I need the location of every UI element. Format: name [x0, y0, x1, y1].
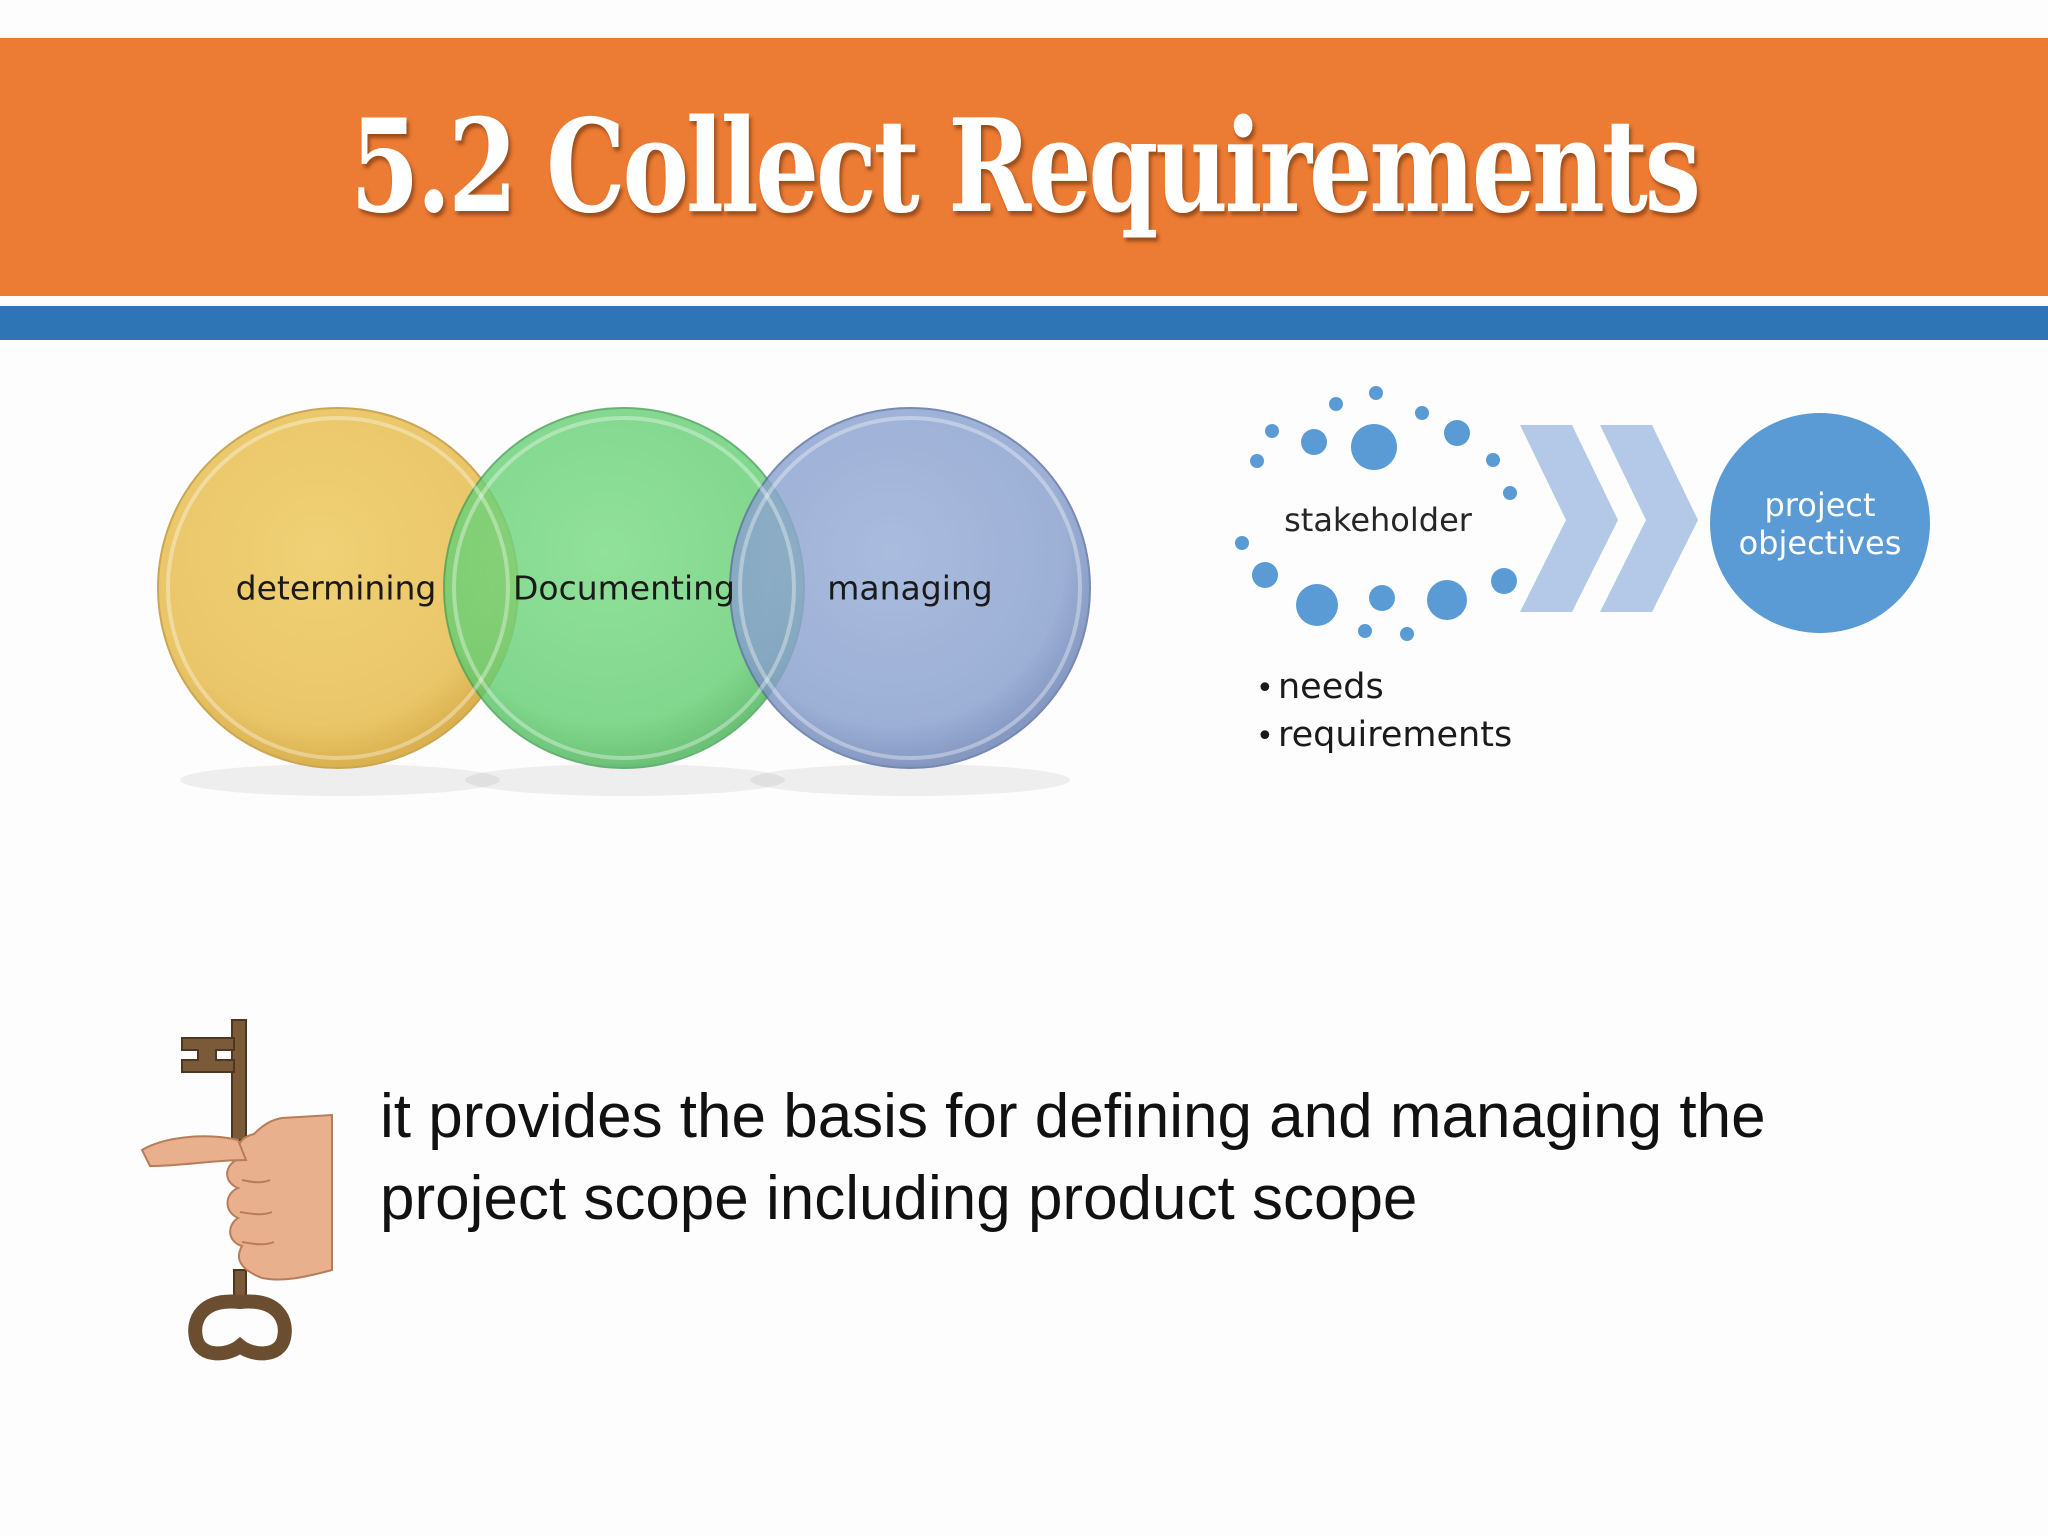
- project-objectives-label-line2: objectives: [1738, 524, 1902, 562]
- needs-list-item: requirements: [1256, 712, 1512, 760]
- venn-label-determining: determining: [235, 568, 437, 608]
- chevron-arrow-2: [1600, 425, 1698, 612]
- accent-band: [0, 306, 2048, 340]
- chevron-arrow-1: [1520, 425, 1618, 612]
- body-statement: it provides the basis for defining and m…: [380, 1082, 1766, 1233]
- stakeholder-label: stakeholder: [1284, 501, 1472, 539]
- venn-circle-managing: [729, 407, 1091, 769]
- project-objectives-label-line1: project: [1764, 486, 1876, 524]
- needs-list: needs requirements: [1256, 664, 1512, 760]
- hand-holding-key-icon: [140, 1019, 333, 1361]
- stakeholder-dot-ring: [1235, 386, 1517, 641]
- title-band: [0, 38, 2048, 296]
- venn-label-managing: managing: [827, 568, 993, 608]
- venn-label-documenting: Documenting: [513, 568, 735, 608]
- project-objectives-circle: [1710, 413, 1930, 633]
- slide-title: 5.2 Collect Requirements: [350, 92, 1701, 242]
- needs-list-item: needs: [1256, 664, 1512, 712]
